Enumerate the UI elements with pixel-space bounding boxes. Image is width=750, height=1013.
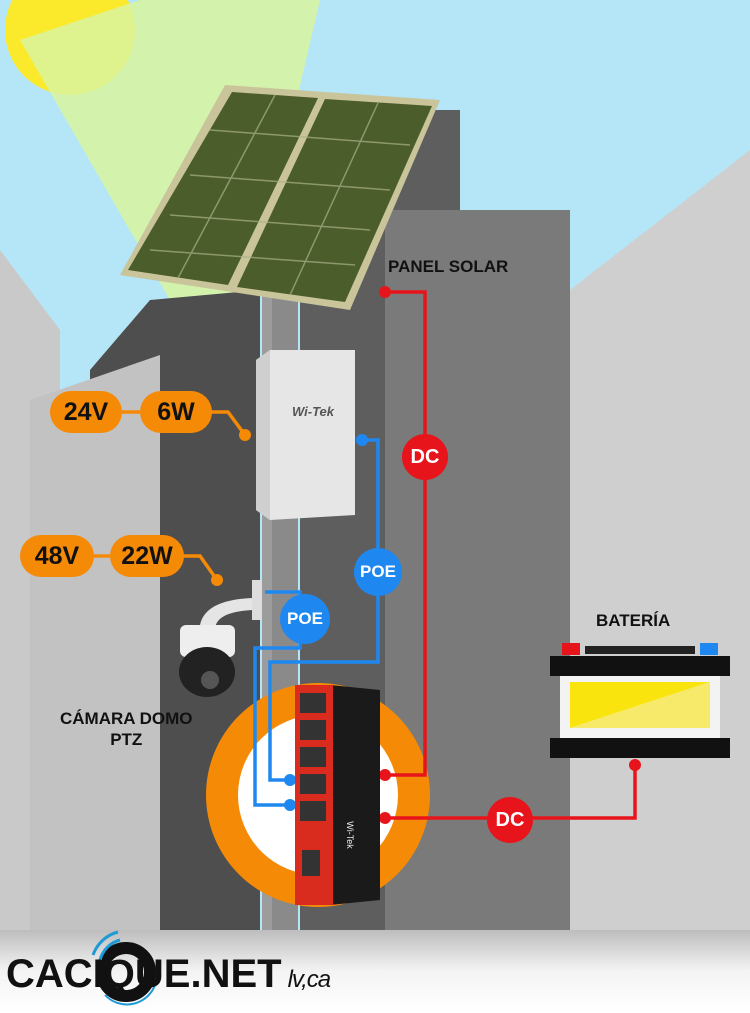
logo-text: CACIQUE.NET lv,ca [6, 952, 332, 997]
logo-main: CACIQUE.NET [6, 952, 282, 996]
building-light-left [30, 355, 160, 930]
building-right [570, 150, 750, 930]
ptz-camera [179, 580, 262, 697]
dc-wire-battery [385, 765, 637, 820]
switch-brand-label: Wi-Tek [344, 821, 355, 849]
camera-voltage-badge: 48V [20, 535, 94, 577]
solar-panel [120, 85, 440, 310]
power-line-camera [182, 554, 219, 582]
logo-mark [91, 930, 156, 1006]
battery [550, 643, 730, 758]
poe-badge-camera: POE [280, 594, 330, 644]
solar-panel-label: PANEL SOLAR [388, 257, 509, 276]
camera-label: CÁMARA DOMO PTZ [60, 708, 193, 750]
dc-badge-solar: DC [402, 434, 448, 480]
ap-brand-label: Wi-Tek [292, 404, 335, 419]
poe-badge-ap: POE [354, 548, 402, 596]
power-line-ap [210, 410, 247, 437]
ap-power-badge: 6W [140, 391, 212, 433]
poe-switch [295, 685, 380, 905]
camera-label-line2: PTZ [110, 730, 143, 749]
poe-wire-ap [268, 438, 380, 782]
dc-wire-solar [385, 290, 427, 777]
ap-voltage-badge: 24V [50, 391, 122, 433]
camera-label-line1: CÁMARA DOMO [60, 709, 193, 728]
logo-suffix: lv,ca [287, 966, 332, 993]
poe-wire-camera [253, 590, 302, 807]
dc-badge-battery: DC [487, 797, 533, 843]
battery-label: BATERÍA [596, 611, 671, 630]
camera-power-badge: 22W [110, 535, 184, 577]
access-point-device [256, 350, 355, 520]
